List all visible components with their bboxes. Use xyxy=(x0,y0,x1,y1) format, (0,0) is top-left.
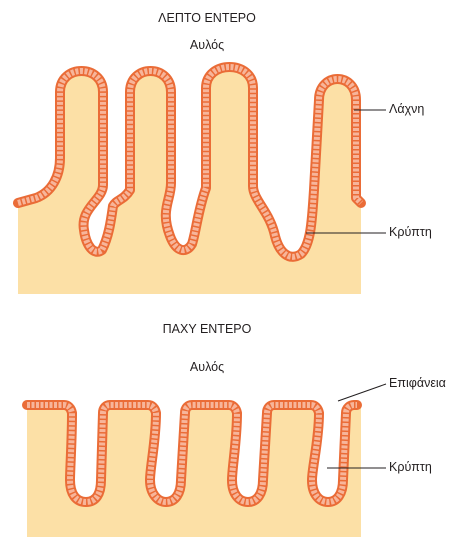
small-intestine-title: ΛΕΠΤΟ ΕΝΤΕΡΟ xyxy=(158,11,256,25)
small-crypt-label: Κρύπτη xyxy=(389,225,432,239)
surface-leader-line xyxy=(338,384,386,401)
small-intestine-lumen-label: Αυλός xyxy=(190,38,224,52)
large-crypt-label: Κρύπτη xyxy=(389,460,432,474)
surface-label: Επιφάνεια xyxy=(389,376,446,390)
large-intestine-lumen-label: Αυλός xyxy=(190,360,224,374)
large-intestine-title: ΠΑΧΥ ΕΝΤΕΡΟ xyxy=(163,322,252,336)
villus-label: Λάχνη xyxy=(389,102,424,116)
